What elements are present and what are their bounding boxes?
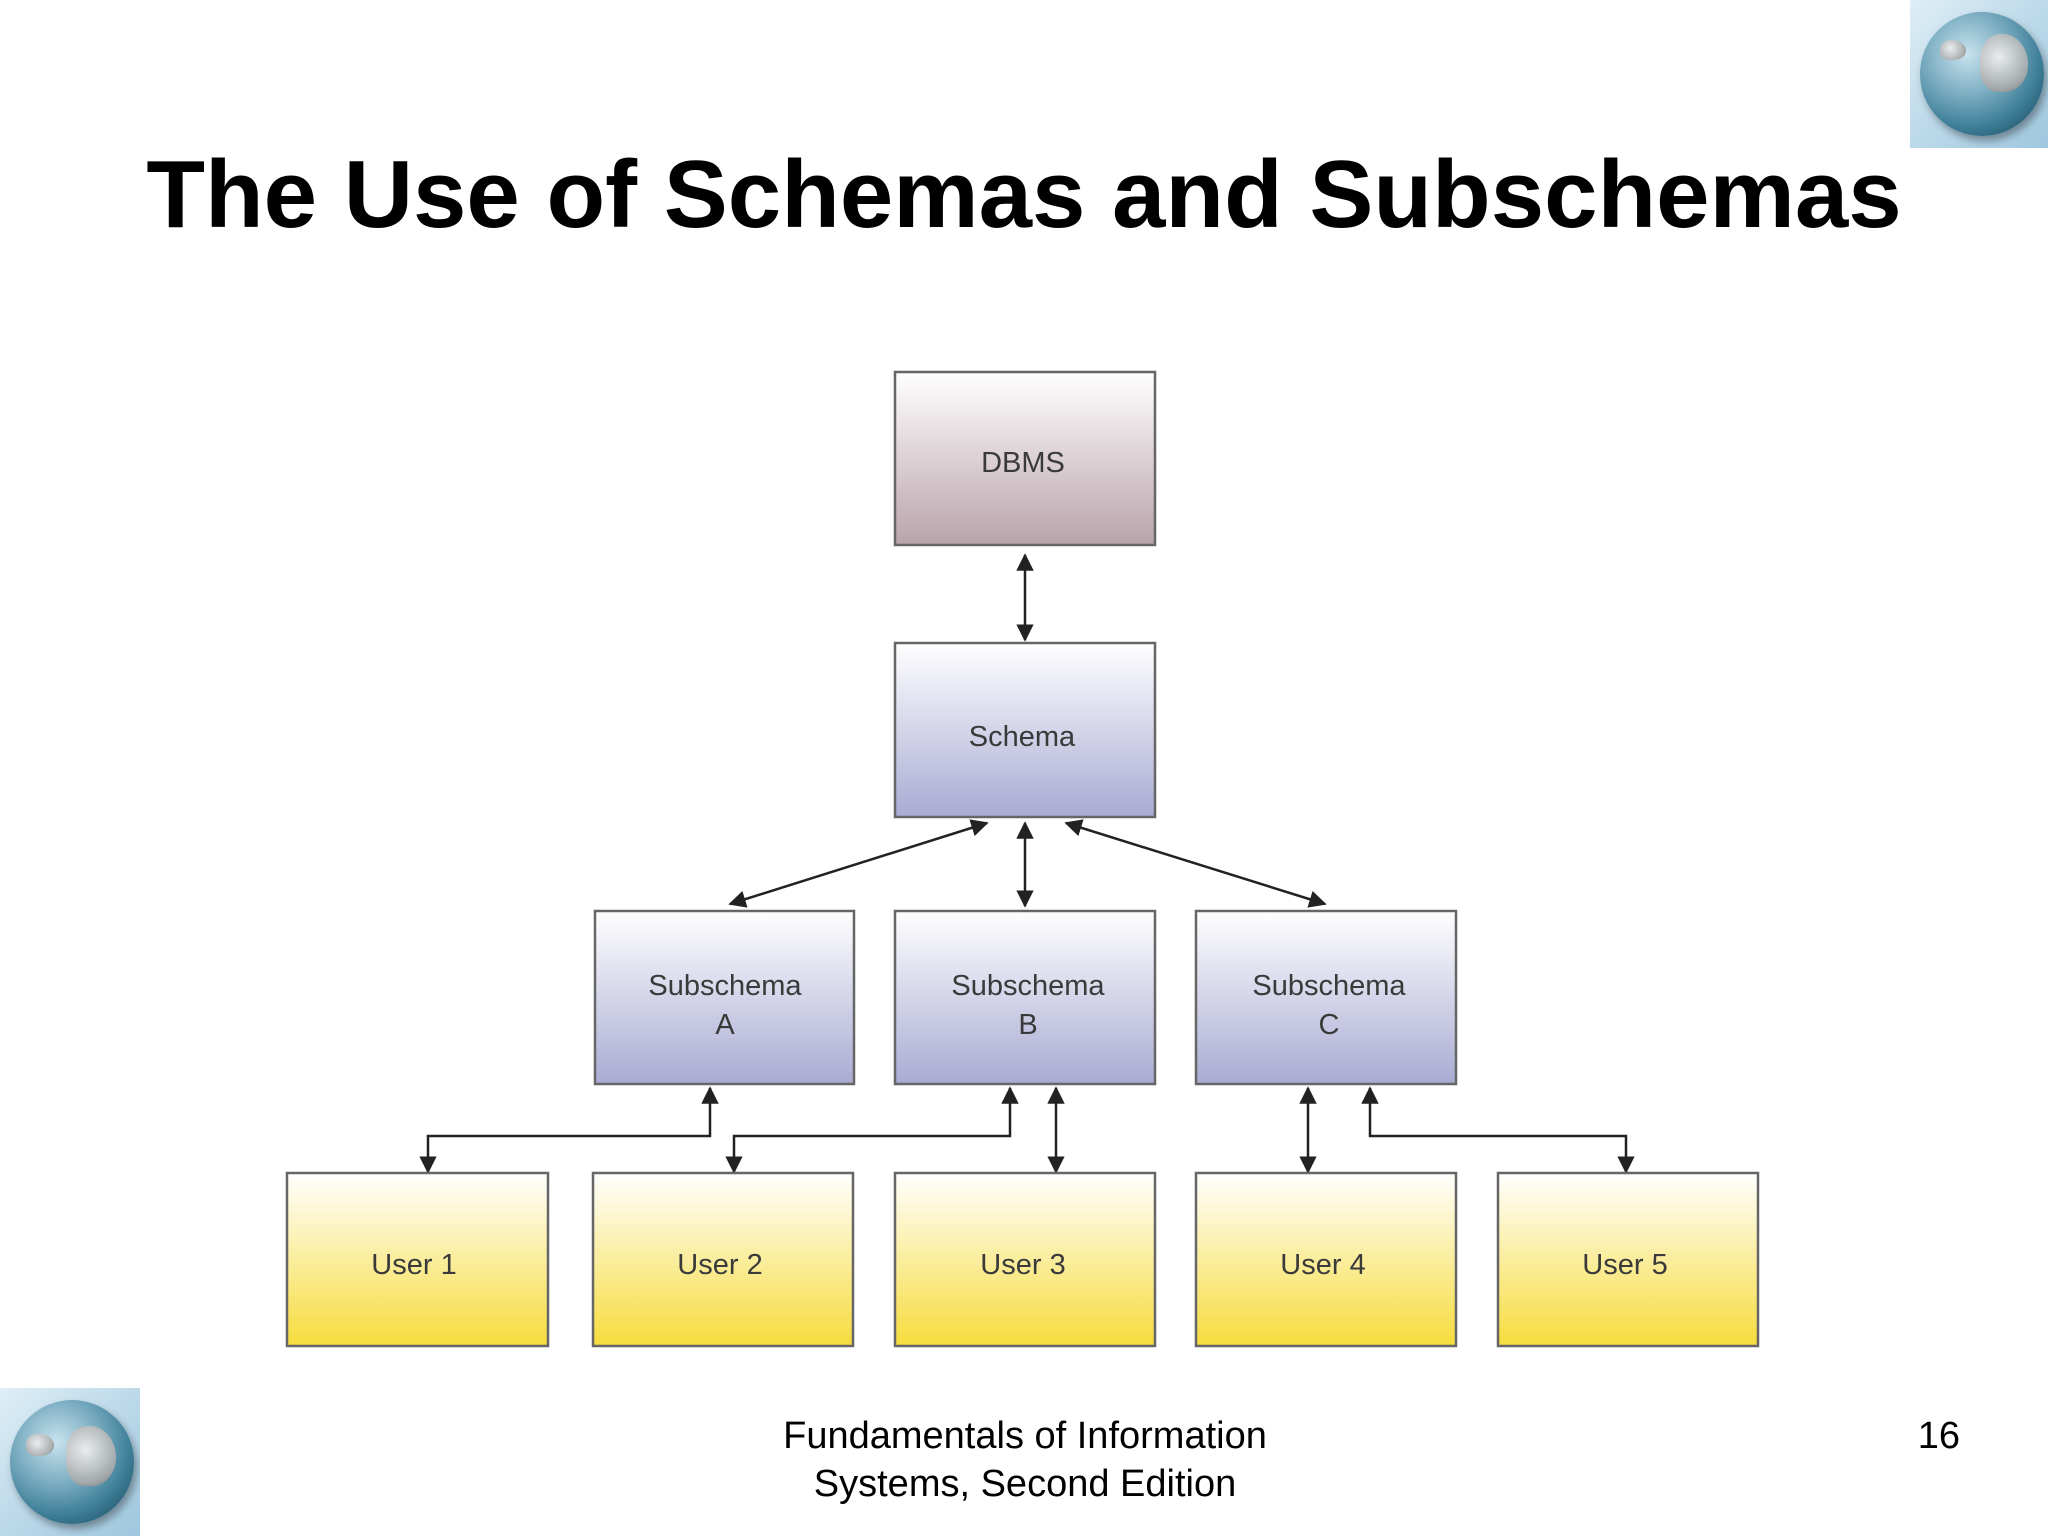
dbms-box: DBMS: [893, 370, 1157, 547]
subschema-b-letter: B: [1018, 1009, 1037, 1041]
subschema-a-user1-arrow: [419, 1086, 719, 1174]
dbms-label: DBMS: [981, 447, 1065, 479]
subschema-a-label: Subschema: [648, 970, 802, 1002]
page-number: 16: [1917, 1415, 1960, 1457]
subschema-b-box: Subschema B: [893, 909, 1157, 1086]
globe-icon: [0, 1388, 140, 1536]
user-2-box: User 2: [591, 1171, 855, 1348]
connector-lines: [419, 553, 1635, 1174]
schema-box: Schema: [893, 641, 1157, 819]
user-3-box: User 3: [893, 1171, 1157, 1348]
user-1-box: User 1: [285, 1171, 550, 1348]
schema-label: Schema: [969, 721, 1076, 753]
user-5-label: User 5: [1582, 1249, 1667, 1281]
subschema-a-letter: A: [715, 1009, 735, 1041]
user-5-box: User 5: [1496, 1171, 1760, 1348]
user-2-label: User 2: [677, 1249, 762, 1281]
subschema-a-box: Subschema A: [593, 909, 856, 1086]
subschema-b-label: Subschema: [951, 970, 1105, 1002]
footer-line-1: Fundamentals of Information: [783, 1415, 1267, 1457]
slide-title: The Use of Schemas and Subschemas: [146, 141, 1902, 248]
schema-subschema-c-arrow: [1064, 819, 1327, 908]
user-4-box: User 4: [1194, 1171, 1458, 1348]
subschema-b-user2-arrow: [725, 1086, 1019, 1174]
subschema-c-user5-arrow: [1361, 1086, 1635, 1174]
user-1-label: User 1: [371, 1249, 456, 1281]
subschema-c-letter: C: [1319, 1009, 1340, 1041]
user-4-label: User 4: [1280, 1249, 1365, 1281]
subschema-c-label: Subschema: [1252, 970, 1406, 1002]
footer-line-2: Systems, Second Edition: [813, 1463, 1237, 1505]
globe-icon: [1910, 0, 2048, 148]
footer-text: Fundamentals of Information Systems, Sec…: [700, 1412, 1350, 1508]
user-3-label: User 3: [980, 1249, 1065, 1281]
subschema-c-box: Subschema C: [1194, 909, 1458, 1086]
schema-subschema-a-arrow: [728, 819, 989, 908]
